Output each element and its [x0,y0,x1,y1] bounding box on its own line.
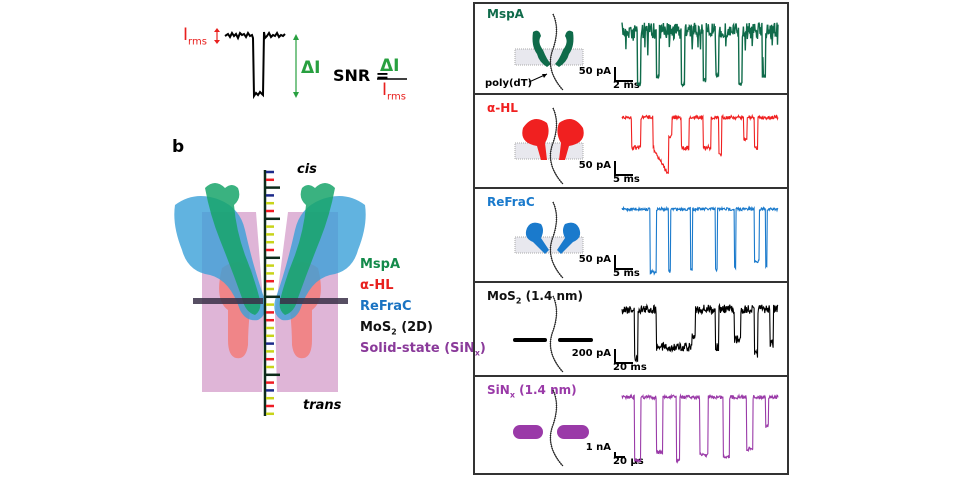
irms-label: Irms [183,25,207,48]
current-trace-mspa [621,21,779,88]
trace-title: MspA [487,7,524,21]
annotation-arrow [528,73,548,83]
traces-frame [473,2,789,475]
trace-title: MoS2 (1.4 nm) [487,289,584,306]
pore-schematic [174,170,366,416]
panel-b-letter: b [172,137,185,157]
scale-bar-current-label: 50 pA [578,254,611,265]
snr-label: SNR = [333,66,390,85]
current-trace-refrac [621,205,779,276]
pore-legend: MspA α-HL ReFraC MoS2 (2D) Solid-state (… [360,257,486,362]
snr-numerator: ΔI [380,56,400,76]
pore-cartoon-refrac [514,201,584,279]
snr-denominator: Irms [382,80,406,103]
scale-bar-current-label: 200 pA [571,348,611,359]
trace-title: SiNx (1.4 nm) [487,383,577,400]
mos2-layer-left [193,298,263,304]
scale-bar-time-label: 5 ms [613,268,640,279]
scale-bar [614,255,633,270]
scale-bar-current-label: 50 pA [578,66,611,77]
scale-bar-time-label: 20 ms [613,362,647,373]
pore-cartoon-ahl [514,107,584,185]
trace-title: α-HL [487,101,518,115]
pore-cartoon-mos2 [513,295,593,373]
scale-bar-time-label: 20 µs [613,456,644,467]
scale-bar-time-label: 2 ms [613,80,640,91]
current-trace-sinx [621,393,779,464]
delta-i-label: ΔI [301,58,321,78]
dna-bases [266,170,280,416]
mos2-layer-right [280,298,348,304]
scale-bar [614,67,633,82]
trace-title: ReFraC [487,195,535,209]
current-trace-ahl [621,113,779,175]
polymer-annotation: poly(dT) [485,78,533,89]
legend-item-alpha-hl: α-HL [360,278,394,293]
scale-bar [614,349,633,364]
divider [473,187,789,189]
pore-cartoon-mspa [514,13,584,91]
legend-item-solid-state: Solid-state (SiNx) [360,341,486,358]
legend-item-mos2: MoS2 (2D) [360,320,433,337]
legend-item-refrac: ReFraC [360,299,412,314]
event-trace [224,31,286,100]
legend-item-mspa: MspA [360,257,401,272]
divider [473,281,789,283]
scale-bar [614,452,625,458]
cis-label: cis [297,162,317,177]
trans-label: trans [303,398,342,413]
scale-bar-time-label: 5 ms [613,174,640,185]
scale-bar-current-label: 50 pA [578,160,611,171]
mspa-pore-right [279,183,335,315]
divider [473,93,789,95]
current-trace-mos2 [621,302,779,363]
pore-cartoon-sinx [513,389,589,467]
scale-bar-current-label: 1 nA [585,442,611,453]
divider [473,375,789,377]
scale-bar [614,161,633,176]
panel-a: Irms ΔI SNR = ΔI Irms [170,20,460,110]
snr-trace-figure [214,28,407,100]
mspa-pore-left [205,183,261,315]
